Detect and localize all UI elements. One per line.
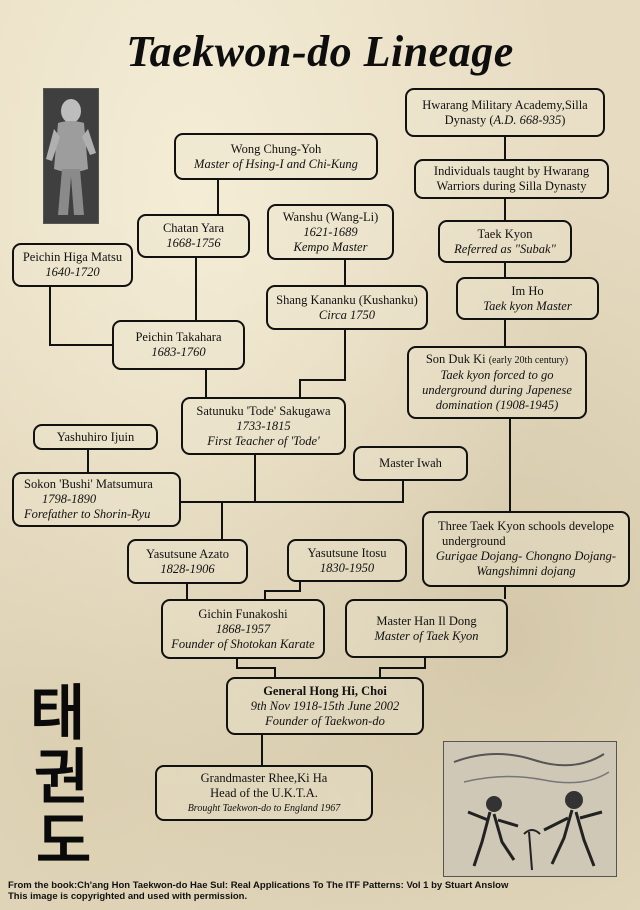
- node-general-choi: General Hong Hi, Choi 9th Nov 1918-15th …: [226, 677, 424, 735]
- hangul-char-do: 도: [36, 807, 92, 877]
- node-son-duk-ki: Son Duk Ki (early 20th century) Taek kyo…: [407, 346, 587, 419]
- node-line: Wanshu (Wang-Li): [282, 209, 379, 224]
- node-line: Gurigae Dojang- Chongno Dojang-: [435, 549, 617, 563]
- sparring-figures-icon: [444, 742, 616, 876]
- node-peichin-takahara: Peichin Takahara 1683-1760: [112, 320, 245, 370]
- node-line: Wong Chung-Yoh: [230, 141, 322, 156]
- node-line: Master Han Il Dong: [376, 613, 477, 628]
- node-three-schools: Three Taek Kyon schools develope undergr…: [422, 511, 630, 587]
- node-han-il-dong: Master Han Il Dong Master of Taek Kyon: [345, 599, 508, 658]
- node-hwarang-academy: Hwarang Military Academy,Silla Dynasty (…: [405, 88, 605, 137]
- connector: [181, 481, 404, 503]
- node-note: (early 20th century): [488, 355, 569, 366]
- node-gichin-funakoshi: Gichin Funakoshi 1868-1957 Founder of Sh…: [161, 599, 325, 659]
- node-line: underground: [442, 534, 506, 548]
- node-line: 9th Nov 1918-15th June 2002: [250, 698, 400, 713]
- node-line: Sokon 'Bushi' Matsumura: [24, 477, 153, 491]
- node-date: A.D. 668-935: [493, 112, 562, 127]
- node-line: Taek kyon forced to go: [440, 368, 554, 382]
- node-line: underground during Japenese: [422, 383, 572, 397]
- node-shang-kananku: Shang Kananku (Kushanku) Circa 1750: [266, 285, 428, 330]
- node-sakugawa: Satunuku 'Tode' Sakugawa 1733-1815 First…: [181, 397, 346, 455]
- node-wanshu: Wanshu (Wang-Li) 1621-1689 Kempo Master: [267, 204, 394, 260]
- node-line: Master of Taek Kyon: [374, 628, 479, 643]
- node-line: Shang Kananku (Kushanku): [276, 292, 418, 307]
- node-im-ho: Im Ho Taek kyon Master: [456, 277, 599, 320]
- footer-copyright-line: This image is copyrighted and used with …: [8, 891, 248, 902]
- connector: [379, 658, 426, 677]
- node-line: Peichin Higa Matsu: [22, 250, 123, 264]
- footer-source-line: From the book:Ch'ang Hon Taekwon-do Hae …: [8, 880, 509, 891]
- node-line: Forefather to Shorin-Ryu: [24, 507, 151, 521]
- node-grandmaster-rhee: Grandmaster Rhee,Ki Ha Head of the U.K.T…: [155, 765, 373, 821]
- node-line: 1621-1689: [303, 224, 358, 239]
- node-line: Master of Hsing-I and Chi-Kung: [194, 156, 358, 171]
- node-line: 1868-1957: [215, 621, 271, 636]
- node-line: Taek Kyon: [477, 226, 533, 241]
- page-title: Taekwon-do Lineage: [126, 27, 514, 76]
- hangul-char-tae: 태: [30, 679, 86, 749]
- node-line: Yashuhiro Ijuin: [56, 429, 135, 444]
- node-line: Gichin Funakoshi: [198, 606, 288, 621]
- connector: [236, 659, 276, 677]
- node-line: Founder of Shotokan Karate: [171, 636, 315, 651]
- node-taek-kyon: Taek Kyon Referred as "Subak": [438, 220, 572, 263]
- node-peichin-higa-matsu: Peichin Higa Matsu 1640-1720: [12, 243, 133, 287]
- node-line: Wangshimni dojang: [476, 564, 576, 578]
- node-line: 1668-1756: [166, 236, 221, 250]
- node-line: Circa 1750: [318, 307, 376, 322]
- node-line: Yasutsune Azato: [145, 546, 230, 561]
- node-hwarang-individuals: Individuals taught by Hwarang Warriors d…: [414, 159, 609, 199]
- node-line: 1683-1760: [151, 345, 206, 359]
- node-line: Satunuku 'Tode' Sakugawa: [196, 403, 331, 418]
- node-line: 1798-1890: [42, 492, 97, 506]
- hangul-calligraphy: 태 권 도: [30, 682, 120, 882]
- node-line: Grandmaster Rhee,Ki Ha: [200, 770, 328, 785]
- node-line: First Teacher of 'Tode': [207, 433, 320, 448]
- node-master-iwah: Master Iwah: [353, 446, 468, 481]
- node-line: Referred as "Subak": [454, 241, 556, 256]
- taekkyon-sketch-image: [443, 741, 617, 877]
- node-line: Head of the U.K.T.A.: [210, 785, 318, 800]
- node-line: Hwarang Military Academy,Silla: [422, 97, 588, 112]
- node-line: Brought Taekwon-do to England 1967: [187, 802, 341, 814]
- node-line: Kempo Master: [293, 239, 368, 254]
- node-wong-chung-yoh: Wong Chung-Yoh Master of Hsing-I and Chi…: [174, 133, 378, 180]
- hangul-char-kwon: 권: [34, 743, 90, 813]
- warrior-figure-icon: [44, 89, 98, 223]
- node-line: 1640-1720: [45, 265, 100, 279]
- node-line: Im Ho: [511, 283, 544, 298]
- node-line: Taek kyon Master: [483, 298, 572, 313]
- node-line: Individuals taught by Hwarang: [433, 164, 590, 178]
- connector: [49, 287, 112, 346]
- node-text: Dynasty (: [444, 112, 494, 127]
- node-line: General Hong Hi, Choi: [263, 683, 387, 698]
- warrior-statue-image: [43, 88, 99, 224]
- node-line: 1828-1906: [160, 561, 215, 576]
- node-line: Warriors during Silla Dynasty: [436, 179, 587, 193]
- connector: [264, 582, 301, 599]
- node-yasutsune-azato: Yasutsune Azato 1828-1906: [127, 539, 248, 584]
- node-line: Yasutsune Itosu: [307, 545, 387, 560]
- connector: [299, 330, 346, 397]
- copyright-footer: From the book:Ch'ang Hon Taekwon-do Hae …: [8, 880, 508, 902]
- node-line: Dynasty (A.D. 668-935): [411, 113, 599, 128]
- node-text: ): [561, 112, 566, 127]
- node-yasutsune-itosu: Yasutsune Itosu 1830-1950: [287, 539, 407, 582]
- node-yashuhiro-ijuin: Yashuhiro Ijuin: [33, 424, 158, 450]
- node-chatan-yara: Chatan Yara 1668-1756: [137, 214, 250, 258]
- node-line: domination (1908-1945): [435, 398, 559, 412]
- node-line: 1733-1815: [236, 418, 291, 433]
- node-line: Founder of Taekwon-do: [265, 713, 385, 728]
- node-line: Master Iwah: [379, 456, 442, 470]
- node-matsumura: Sokon 'Bushi' Matsumura 1798-1890 Forefa…: [12, 472, 181, 527]
- node-line: Three Taek Kyon schools develope: [438, 519, 614, 533]
- node-line: 1830-1950: [319, 560, 375, 575]
- node-line: Chatan Yara: [162, 221, 225, 235]
- node-text: Son Duk Ki: [425, 352, 486, 366]
- node-line: Son Duk Ki (early 20th century): [413, 352, 581, 368]
- node-line: Peichin Takahara: [135, 330, 222, 344]
